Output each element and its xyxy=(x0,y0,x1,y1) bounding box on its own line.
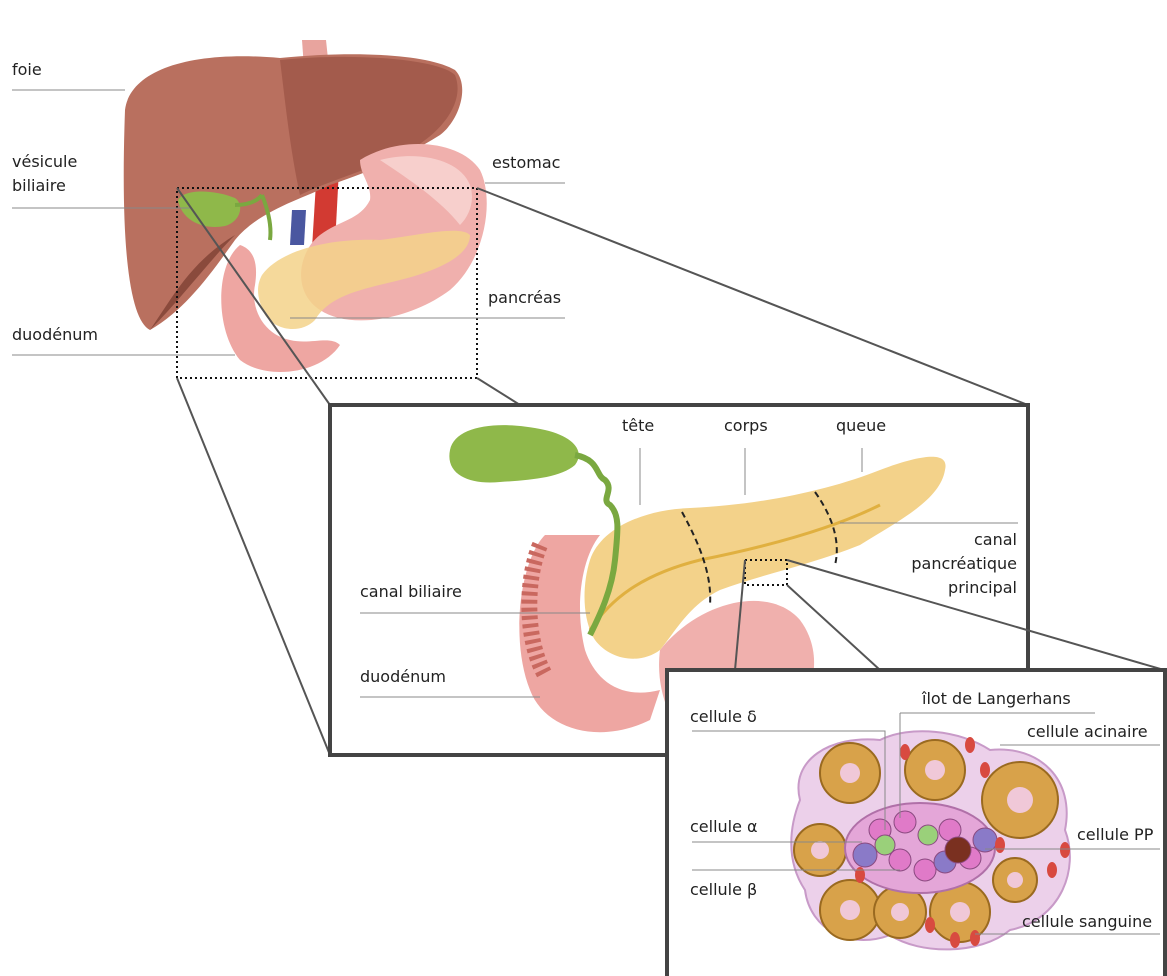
label-stomach: estomac xyxy=(492,153,560,172)
alpha-cell xyxy=(853,843,877,867)
label-bile-duct: canal biliaire xyxy=(360,582,462,601)
label-pp-cell: cellule PP xyxy=(1077,825,1153,844)
label-main-duct-line2: pancréatique xyxy=(911,552,1017,576)
label-tail: queue xyxy=(836,416,886,435)
delta-cell xyxy=(875,835,895,855)
overview-illustration xyxy=(124,40,487,378)
label-main-duct-line1: canal xyxy=(911,528,1017,552)
beta-cell xyxy=(894,811,916,833)
label-delta-cell: cellule δ xyxy=(690,707,757,726)
label-head: tête xyxy=(622,416,654,435)
alpha-cell xyxy=(973,828,997,852)
label-body: corps xyxy=(724,416,768,435)
label-duodenum-overview: duodénum xyxy=(12,325,98,344)
label-blood-cell: cellule sanguine xyxy=(1022,912,1152,931)
label-duodenum-detail: duodénum xyxy=(360,667,446,686)
label-acinar-cell: cellule acinaire xyxy=(1027,722,1148,741)
pp-cell xyxy=(945,837,971,863)
label-gallbladder-line1: vésicule xyxy=(12,150,77,174)
label-pancreas: pancréas xyxy=(488,288,561,307)
label-beta-cell: cellule β xyxy=(690,880,757,899)
label-gallbladder-line2: biliaire xyxy=(12,174,77,198)
label-main-pancreatic-duct: canal pancréatique principal xyxy=(911,528,1017,600)
label-main-duct-line3: principal xyxy=(911,576,1017,600)
vena-cava xyxy=(290,210,306,245)
label-islet-of-langerhans: îlot de Langerhans xyxy=(922,689,1071,708)
label-liver: foie xyxy=(12,60,42,79)
delta-cell xyxy=(918,825,938,845)
beta-cell xyxy=(914,859,936,881)
label-gallbladder: vésicule biliaire xyxy=(12,150,77,198)
label-alpha-cell: cellule α xyxy=(690,817,758,836)
